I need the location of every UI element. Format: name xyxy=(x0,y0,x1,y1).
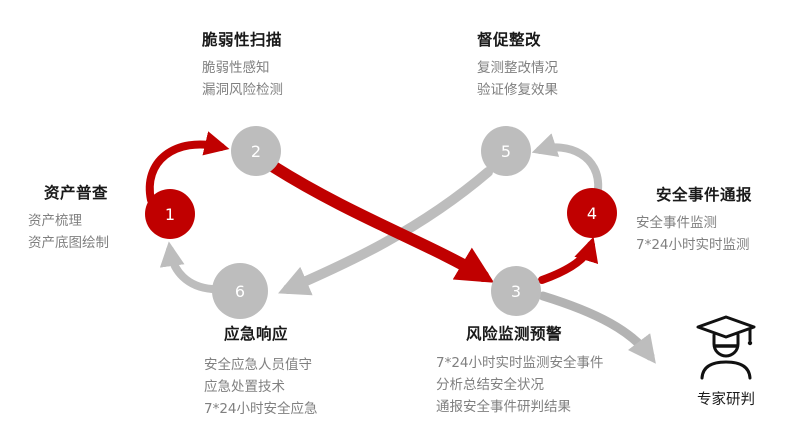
step-circle-5: 5 xyxy=(481,126,531,176)
expert-graduate-icon xyxy=(694,315,758,384)
node-line: 7*24小时实时监测安全事件 xyxy=(436,355,604,371)
node-lines-supervise-rectification: 复测整改情况 验证修复效果 xyxy=(477,58,558,102)
arrow-2-to-3 xyxy=(268,161,495,283)
step-circle-2: 2 xyxy=(231,126,281,176)
node-line: 验证修复效果 xyxy=(477,81,558,98)
node-line: 资产梳理 xyxy=(28,213,82,229)
step-number: 2 xyxy=(250,141,262,161)
node-lines-emergency-response: 安全应急人员值守 应急处置技术 7*24小时安全应急 xyxy=(204,355,318,421)
node-title-risk-monitoring: 风险监测预警 xyxy=(466,325,563,343)
arrow-3-to-expert xyxy=(538,291,656,364)
step-circle-6: 6 xyxy=(212,263,268,319)
node-line: 7*24小时安全应急 xyxy=(204,400,318,417)
node-title-incident-notification: 安全事件通报 xyxy=(656,186,753,204)
step-number: 1 xyxy=(164,204,176,224)
node-lines-vulnerability-scan: 脆弱性感知 漏洞风险检测 xyxy=(202,58,283,102)
expert-label: 专家研判 xyxy=(697,392,755,408)
node-lines-incident-notification: 安全事件监测 7*24小时实时监测 xyxy=(636,213,750,257)
arrow-3-to-4 xyxy=(538,236,599,284)
node-line: 应急处置技术 xyxy=(204,378,285,395)
node-lines-asset-census: 资产梳理 资产底图绘制 xyxy=(28,211,109,255)
node-line: 资产底图绘制 xyxy=(28,234,109,251)
node-title-supervise-rectification: 督促整改 xyxy=(477,31,542,49)
step-number: 3 xyxy=(510,281,522,301)
node-line: 分析总结安全状况 xyxy=(436,376,544,393)
node-title-asset-census: 资产普查 xyxy=(44,184,109,202)
step-number: 5 xyxy=(500,141,512,161)
node-lines-risk-monitoring: 7*24小时实时监测安全事件 分析总结安全状况 通报安全事件研判结果 xyxy=(436,353,604,419)
arrow-6-to-1 xyxy=(159,241,216,293)
arrow-1-to-2 xyxy=(145,131,230,204)
node-line: 复测整改情况 xyxy=(477,60,558,76)
step-number: 6 xyxy=(234,281,246,301)
node-title-vulnerability-scan: 脆弱性扫描 xyxy=(202,31,283,49)
step-circle-3: 3 xyxy=(491,266,541,316)
arrow-5-to-6 xyxy=(278,167,493,296)
node-line: 漏洞风险检测 xyxy=(202,81,283,98)
arrow-4-to-5 xyxy=(531,133,603,194)
node-line: 7*24小时实时监测 xyxy=(636,236,750,253)
step-circle-1: 1 xyxy=(145,189,195,239)
node-line: 通报安全事件研判结果 xyxy=(436,398,571,415)
node-title-emergency-response: 应急响应 xyxy=(224,325,289,343)
node-line: 脆弱性感知 xyxy=(202,60,270,76)
step-number: 4 xyxy=(586,203,598,223)
node-line: 安全应急人员值守 xyxy=(204,357,312,373)
node-line: 安全事件监测 xyxy=(636,215,717,231)
expert-panel: 专家研判 xyxy=(684,314,768,409)
step-circle-4: 4 xyxy=(567,188,617,238)
